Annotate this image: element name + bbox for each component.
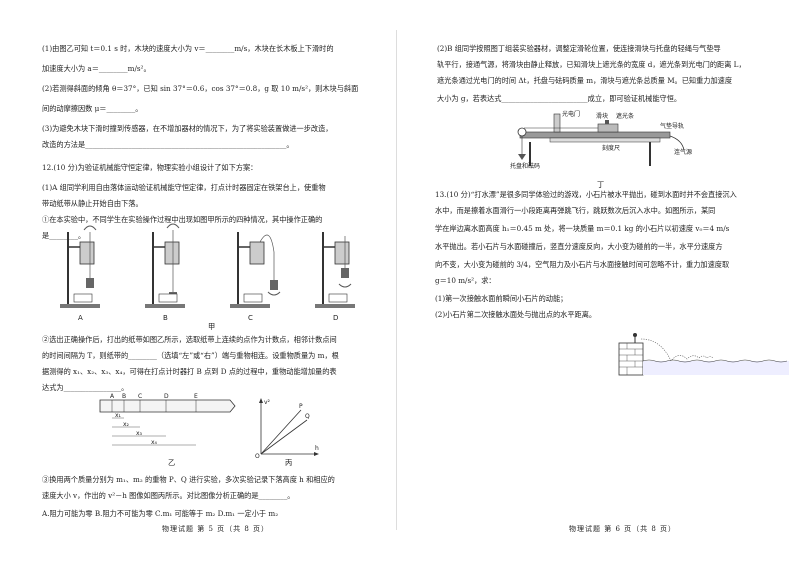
label-slider: 滑块 [596,112,608,120]
text-line: (1)A 组同学利用自由落体运动验证机械能守恒定律，打点计时器固定在铁架台上，使… [42,183,326,192]
text-line: 遮光条通过光电门的时间 Δt，托盘与砝码质量 m，滑块与遮光条总质量 M。已知重… [437,76,733,85]
text-line: (2)B 组同学按照图丁组装实验器材，调整定滑轮位置，使连接滑块与托盘的轻绳与气… [437,44,721,53]
text-line: 学在岸边离水面高度 h₁＝0.45 m 处，将一块质量 m＝0.1 kg 的小石… [435,224,730,233]
caption-bing: 丙 [285,458,293,467]
label-air-source: 连气源 [674,148,692,156]
right-page: (2)B 组同学按照图丁组装实验器材，调整定滑轮位置，使连接滑块与托盘的轻绳与气… [397,0,794,562]
text-line: (2)小石片第二次接触水面处与抛出点的水平距离。 [435,310,597,319]
line-p [260,409,302,455]
label-gate: 光电门 [562,110,580,118]
tape-dim-label: x₂ [123,421,130,428]
text-line: (3)为避免木块下滑时撞到传感器，在不增加器材的情况下，为了将实验装置做进一步改… [42,124,333,133]
text-line: 水中，而是擦着水面滑行一小段距离再弹跳飞行，跳跃数次后沉入水中。如图所示，某同 [435,206,716,215]
text-line: g＝10 m/s²，求： [435,276,496,285]
text-line: 轨平行，接通气源，将滑块由静止释放，已知滑块上遮光条的宽度 d，遮光条到光电门的… [437,60,746,69]
text-line: (2)若测得斜面的倾角 θ＝37°，已知 sin 37°＝0.6，cos 37°… [42,84,359,93]
text-line: (1)第一次接触水面前瞬间小石片的动能； [435,294,568,303]
footer-right: 物理试题 第 6 页（共 8 页） [569,525,677,533]
caption-jia: 甲 [208,322,216,331]
page-divider [396,30,397,530]
setup-d: D [315,232,355,322]
text-line: 水平抛出。若小石片与水面碰撞后，竖直分速度反向，大小变为碰前的一半，水平分速度方 [435,242,723,251]
setup-c: C [230,232,281,322]
text-line: ①在本实验中，不同学生在实验操作过程中出现如图甲所示的四种情况，其中操作正确的 [42,215,323,224]
figure-ding: 光电门 滑块 遮光条 气垫导轨 连气源 刻度尺 托盘和砝码 [510,110,692,170]
label-strip: 遮光条 [616,112,634,120]
tape-point-label: D [164,393,169,400]
text-line: 13.(10 分)“打水漂”是很多同学体验过的游戏，小石片被水平抛出，碰到水面时… [435,190,737,199]
tape-point-label: C [138,393,142,400]
text-line: ③换用两个质量分别为 m₁、m₂ 的重物 P、Q 进行实验，多次实验记录下落高度… [42,475,335,484]
text-line: 向不变，大小变为碰前的 3/4，空气阻力及小石片与水面接触时间可忽略不计，重力加… [435,260,730,269]
caption-yi: 乙 [168,458,176,467]
graph-xlabel: h [315,445,319,452]
text-line: (1)由图乙可知 t＝0.1 s 时，木块的速度大小为 v＝________m/… [42,44,334,53]
label-a: A [78,314,83,322]
text-line: 间的动摩擦因数 μ＝________。 [42,104,143,113]
text-line: 速度大小 v，作出的 v²－h 图像如图丙所示。对比图像分析正确的是______… [42,491,295,500]
tape-point-label: E [194,393,198,400]
label-c: C [248,314,253,322]
label-b: B [163,314,168,322]
tape-point-label: A [110,393,115,400]
text-line: 12.(10 分)为验证机械能守恒定律，物理实验小组设计了如下方案： [42,163,258,172]
label-tray: 托盘和砝码 [510,162,540,170]
text-line: 是________。 [42,231,86,240]
text-line: 带动纸带从静止开始自由下落。 [42,199,143,208]
tape-dim-label: x₄ [151,439,158,446]
graph-origin: O [255,453,260,460]
text-line: A.阻力可能为零 B.阻力不可能为零 C.m₁ 可能等于 m₂ D.m₁ 一定小… [42,509,279,518]
label-d: D [333,314,338,322]
footer-left: 物理试题 第 5 页（共 8 页） [162,525,270,533]
graph-label-q: Q [305,413,310,420]
setup-a: A [60,225,100,322]
figure-skipping-stone [618,333,789,376]
tape-dim-label: x₁ [115,412,122,419]
text-line: ②选出正确操作后，打出的纸带如图乙所示，选取纸带上连续的点作为计数点，相邻计数点… [42,335,337,344]
caption-ding: 丁 [597,180,605,189]
setup-b: B [145,223,185,322]
line-q [260,419,308,455]
graph-label-p: P [299,403,303,410]
figure-bing-graph: v² h O P Q [255,398,319,460]
tape-point-label: B [122,393,126,400]
label-air-rail: 气垫导轨 [660,122,684,130]
graph-ylabel: v² [264,399,271,406]
left-page: (1)由图乙可知 t＝0.1 s 时，木块的速度大小为 v＝________m/… [42,44,359,533]
text-line: 的时间间隔为 T，则纸带的________（选填“左”或“右”）端与重物相连。设… [42,351,339,360]
text-line: 达式为________________。 [42,383,129,392]
label-ruler: 刻度尺 [602,144,620,152]
figure-jia: A B C [60,223,355,322]
text-line: 加速度大小为 a＝________m/s²。 [42,64,151,73]
text-line: 大小为 g，若表达式________________________成立，即可验… [437,94,682,103]
text-line: 改造的方法是__________________________________… [42,140,294,149]
tape-dim-label: x₃ [136,430,143,437]
text-line: 据测得的 x₁、x₂、x₃、x₄，可得在打点计时器打 B 点到 D 点的过程中，… [42,367,337,376]
